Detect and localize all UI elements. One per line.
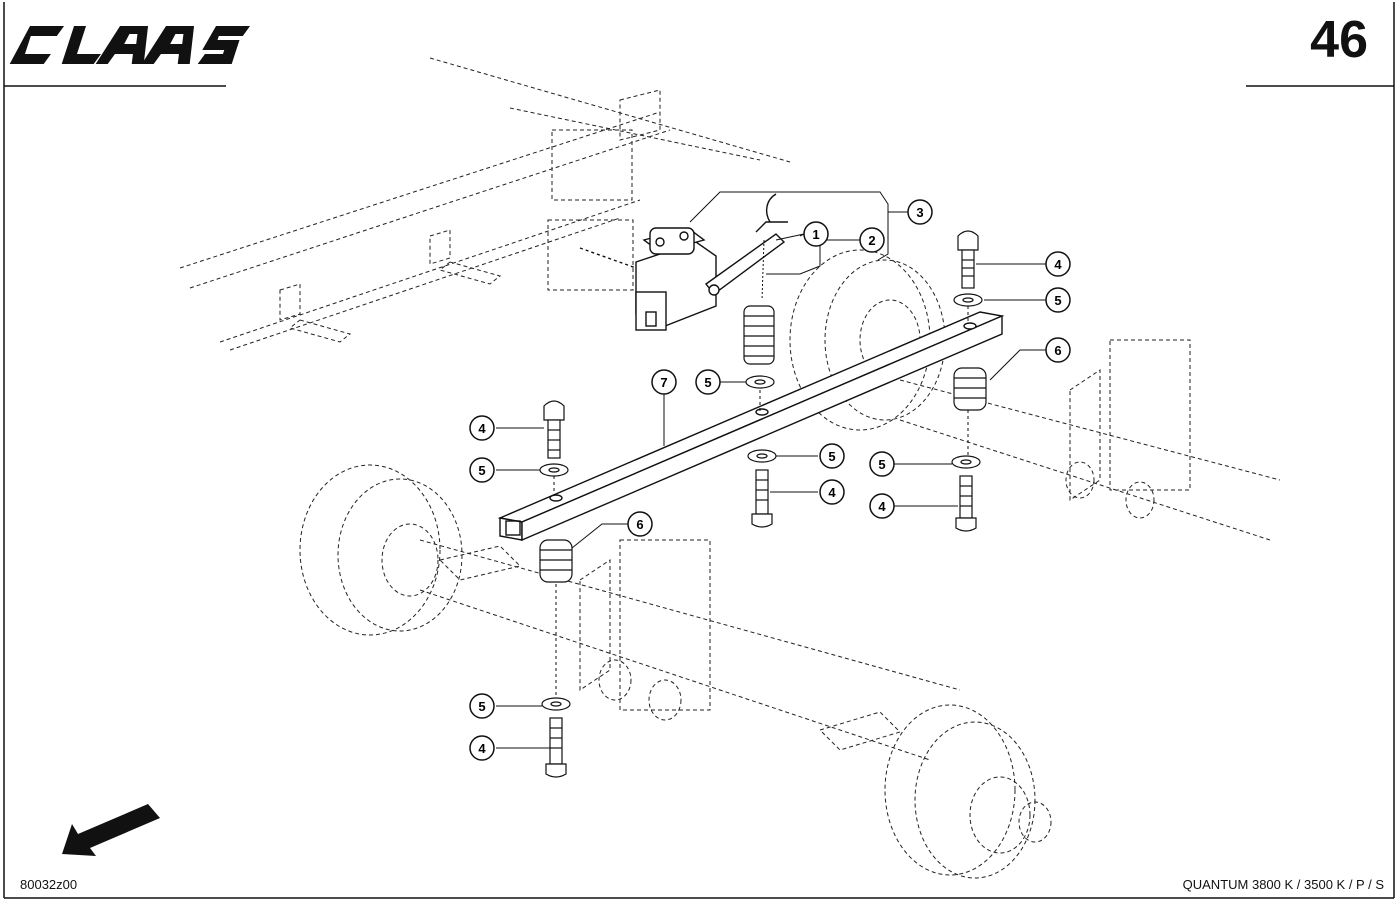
svg-text:5: 5 xyxy=(1054,293,1061,308)
direction-arrow-icon xyxy=(62,804,160,856)
callout-4: 4 xyxy=(1045,251,1071,277)
svg-text:5: 5 xyxy=(704,375,711,390)
callout-7: 7 xyxy=(651,369,677,395)
callout-5: 5 xyxy=(469,693,495,719)
callout-4: 4 xyxy=(469,735,495,761)
svg-text:5: 5 xyxy=(878,457,885,472)
svg-text:4: 4 xyxy=(478,421,486,436)
callout-4: 4 xyxy=(869,493,895,519)
svg-text:7: 7 xyxy=(660,375,667,390)
callout-5: 5 xyxy=(469,457,495,483)
callout-5: 5 xyxy=(869,451,895,477)
drawing-code: 80032z00 xyxy=(20,877,78,892)
svg-text:5: 5 xyxy=(828,449,835,464)
callout-5: 5 xyxy=(819,443,845,469)
svg-text:4: 4 xyxy=(478,741,486,756)
claas-logo xyxy=(9,26,251,64)
wheel-left xyxy=(299,464,961,761)
level-valve xyxy=(579,193,788,331)
svg-text:1: 1 xyxy=(812,227,819,242)
cross-beam xyxy=(497,311,1005,542)
callout-3: 3 xyxy=(907,199,933,225)
svg-text:4: 4 xyxy=(1054,257,1062,272)
chassis-outline xyxy=(179,57,791,351)
svg-text:6: 6 xyxy=(636,517,643,532)
page-border xyxy=(3,2,1395,899)
svg-text:5: 5 xyxy=(478,699,485,714)
svg-text:4: 4 xyxy=(828,485,836,500)
svg-text:2: 2 xyxy=(868,233,875,248)
callout-6: 6 xyxy=(627,511,653,537)
callout-4: 4 xyxy=(469,415,495,441)
callout-1: 1 xyxy=(803,221,829,247)
wheel-upper xyxy=(789,249,1281,541)
callout-5: 5 xyxy=(1045,287,1071,313)
wheel-bottom xyxy=(884,704,1052,879)
callout-2: 2 xyxy=(859,227,885,253)
leader-lines xyxy=(496,191,1046,749)
callout-6: 6 xyxy=(1045,337,1071,363)
model-label: QUANTUM 3800 K / 3500 K / P / S xyxy=(1182,877,1384,892)
svg-text:5: 5 xyxy=(478,463,485,478)
callout-4: 4 xyxy=(819,479,845,505)
spring-upper xyxy=(743,305,775,365)
svg-text:3: 3 xyxy=(916,205,923,220)
svg-text:6: 6 xyxy=(1054,343,1061,358)
svg-text:4: 4 xyxy=(878,499,886,514)
page-number: 46 xyxy=(1310,11,1368,69)
callout-5: 5 xyxy=(695,369,721,395)
